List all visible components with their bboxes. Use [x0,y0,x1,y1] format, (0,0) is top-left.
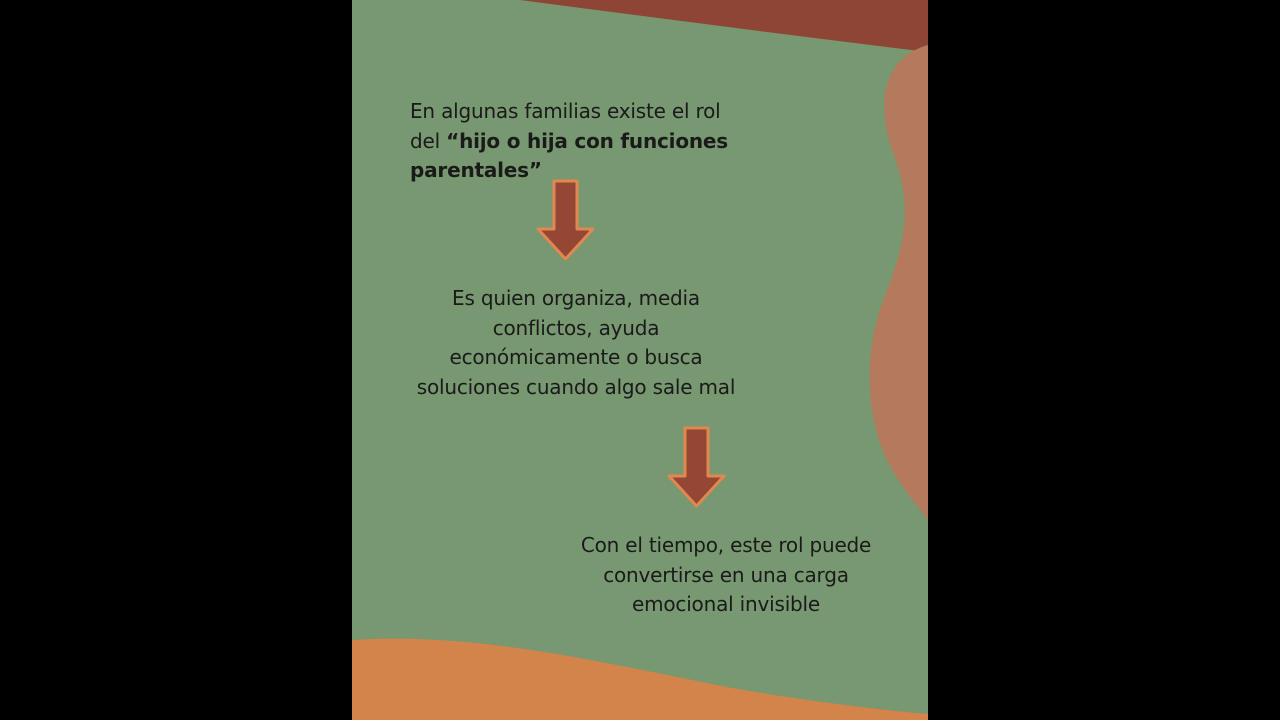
family-role-intro: En algunas familias existe el rol del [410,99,721,153]
family-role-emphasis: “hijo o hija con funciones parentales” [410,128,728,183]
slide: En algunas familias existe el rol del “h… [352,0,928,720]
slide-background [352,0,928,720]
down-arrow-icon [667,426,726,508]
text-block-role-description: Es quien organiza, media conflictos, ayu… [416,286,736,399]
right-decorative-wave [869,45,928,520]
top-decorative-band [520,0,928,52]
text-block-family-role: En algunas familias existe el rol del “h… [410,97,740,186]
down-arrow-icon [536,179,595,261]
bottom-decorative-band [352,638,928,720]
slide-green-fill [352,0,928,720]
text-block-emotional-burden: Con el tiempo, este rol puede convertirs… [580,533,872,616]
